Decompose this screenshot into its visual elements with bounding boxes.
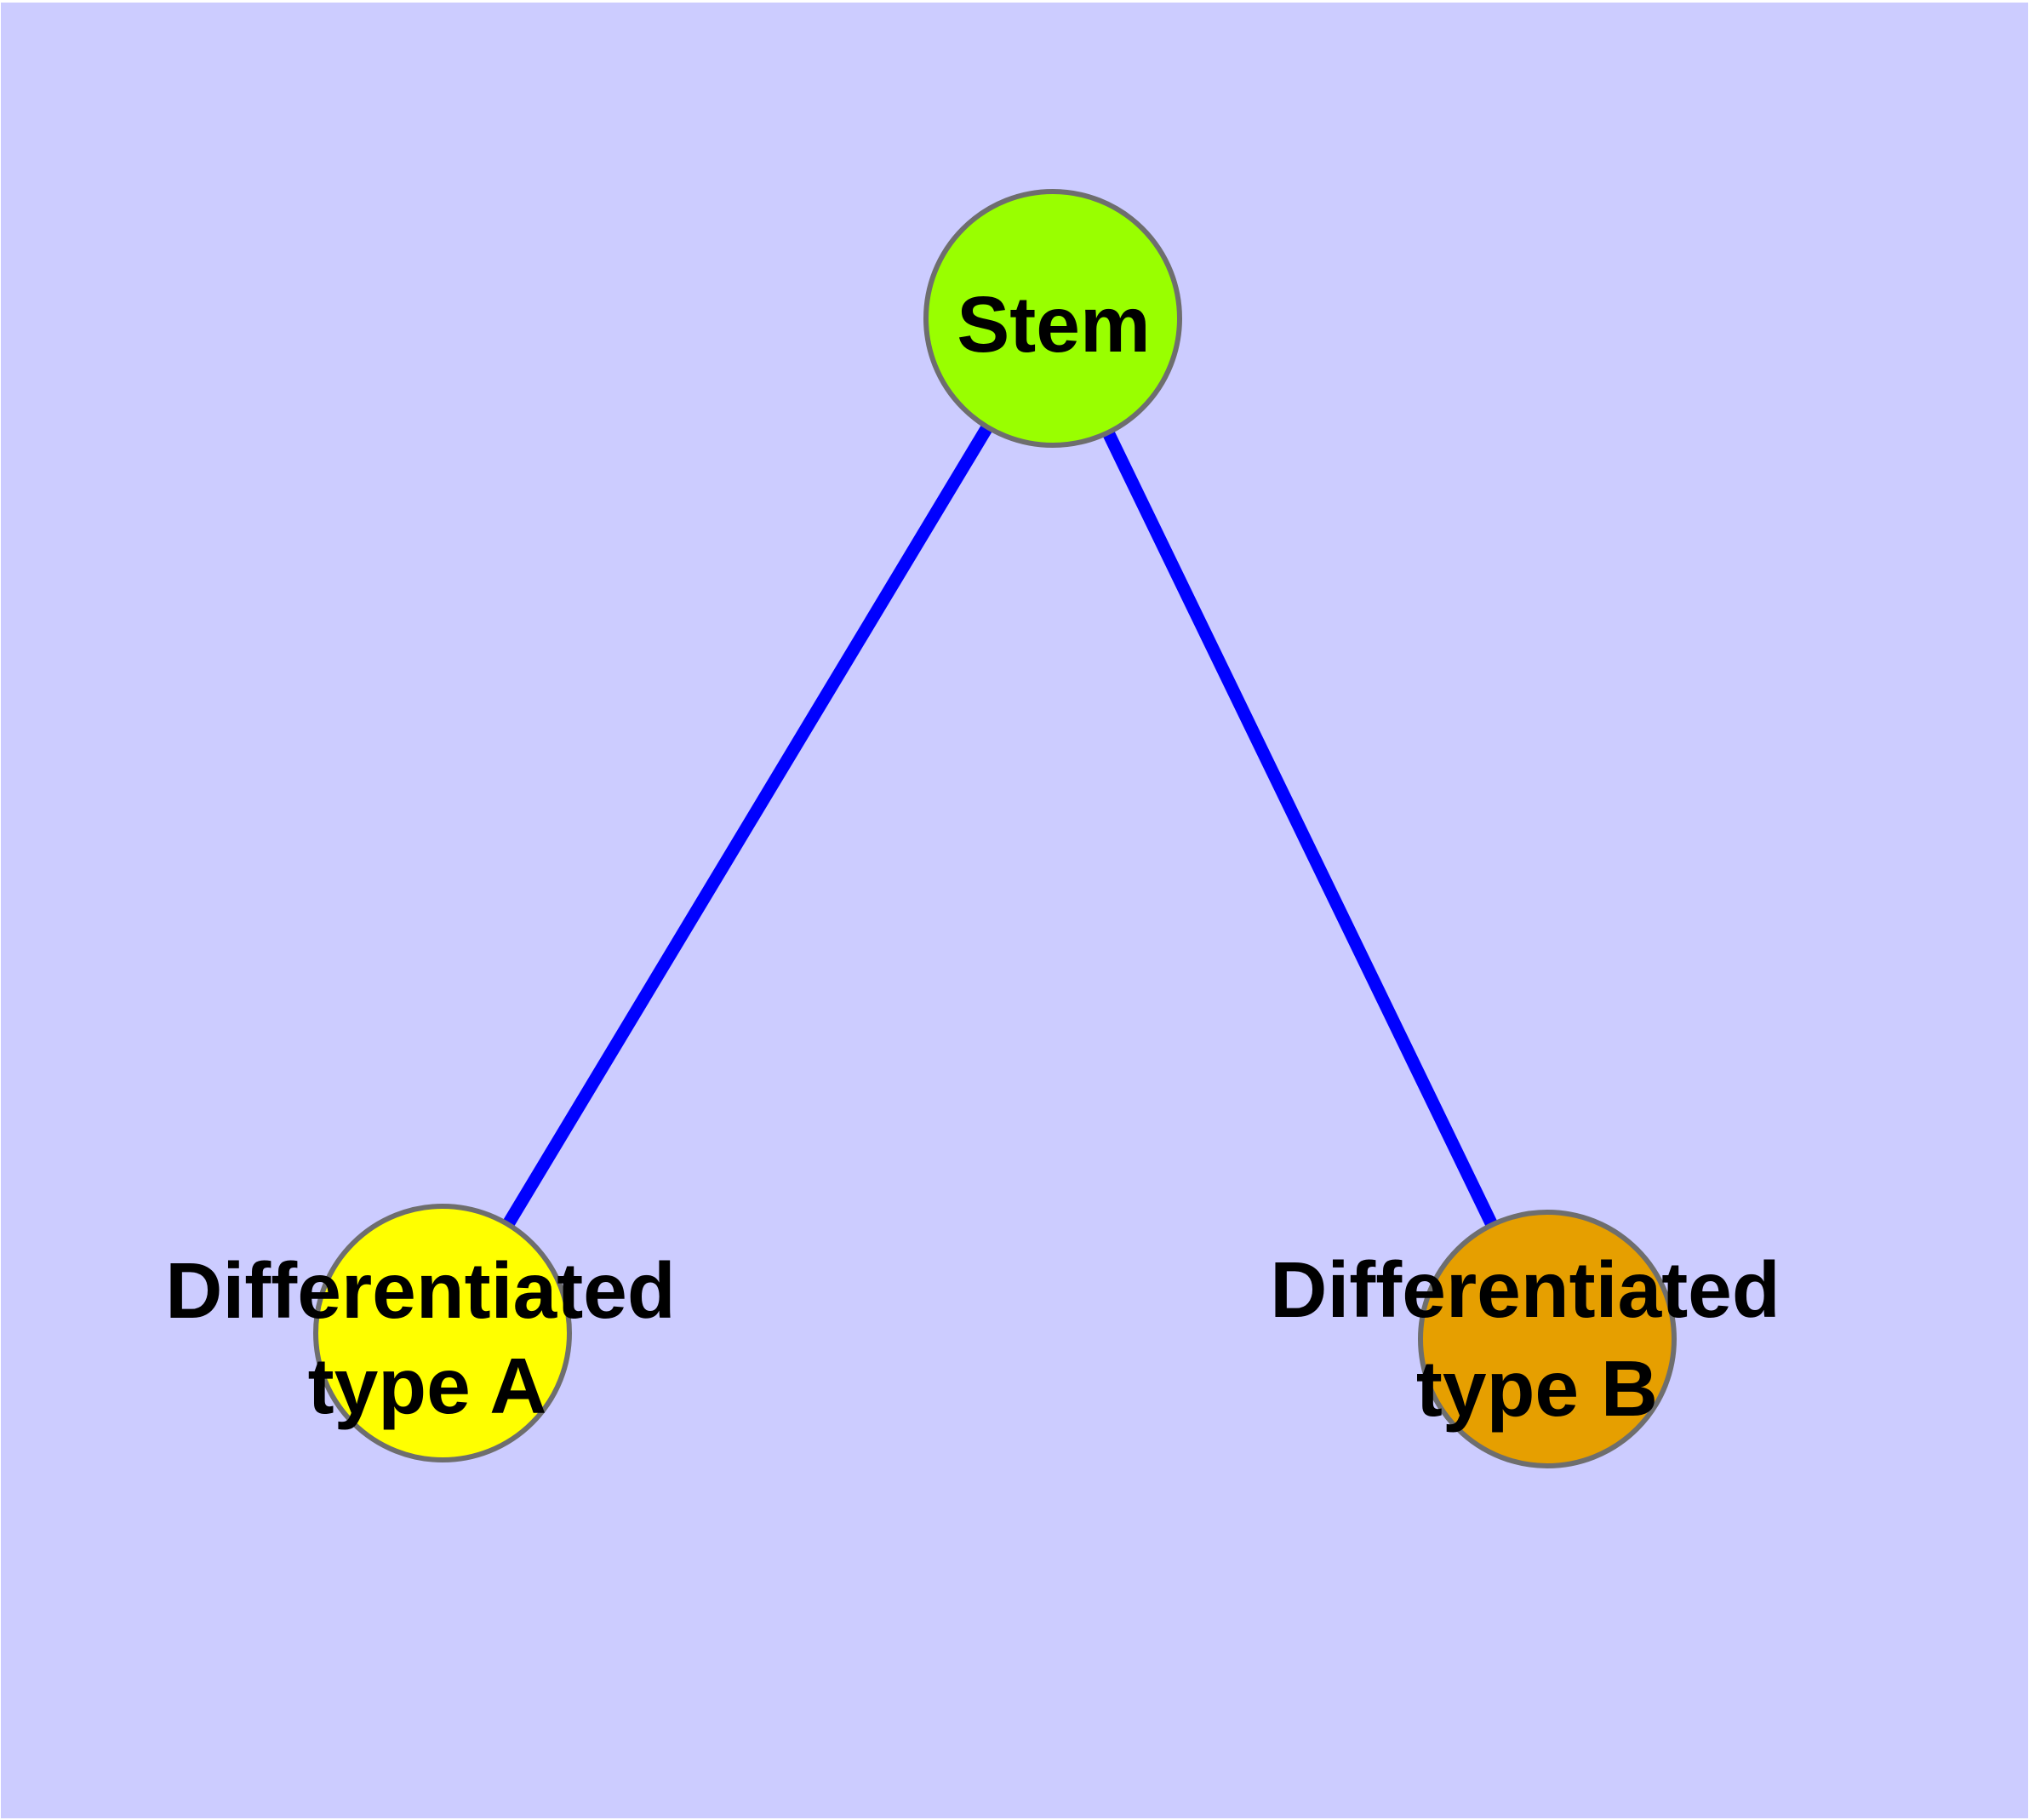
svg-text:type A: type A: [308, 1342, 547, 1430]
svg-text:Differentiated: Differentiated: [165, 1246, 675, 1335]
svg-text:Stem: Stem: [957, 280, 1150, 369]
svg-text:type B: type B: [1416, 1344, 1658, 1433]
svg-text:Differentiated: Differentiated: [1270, 1245, 1780, 1334]
